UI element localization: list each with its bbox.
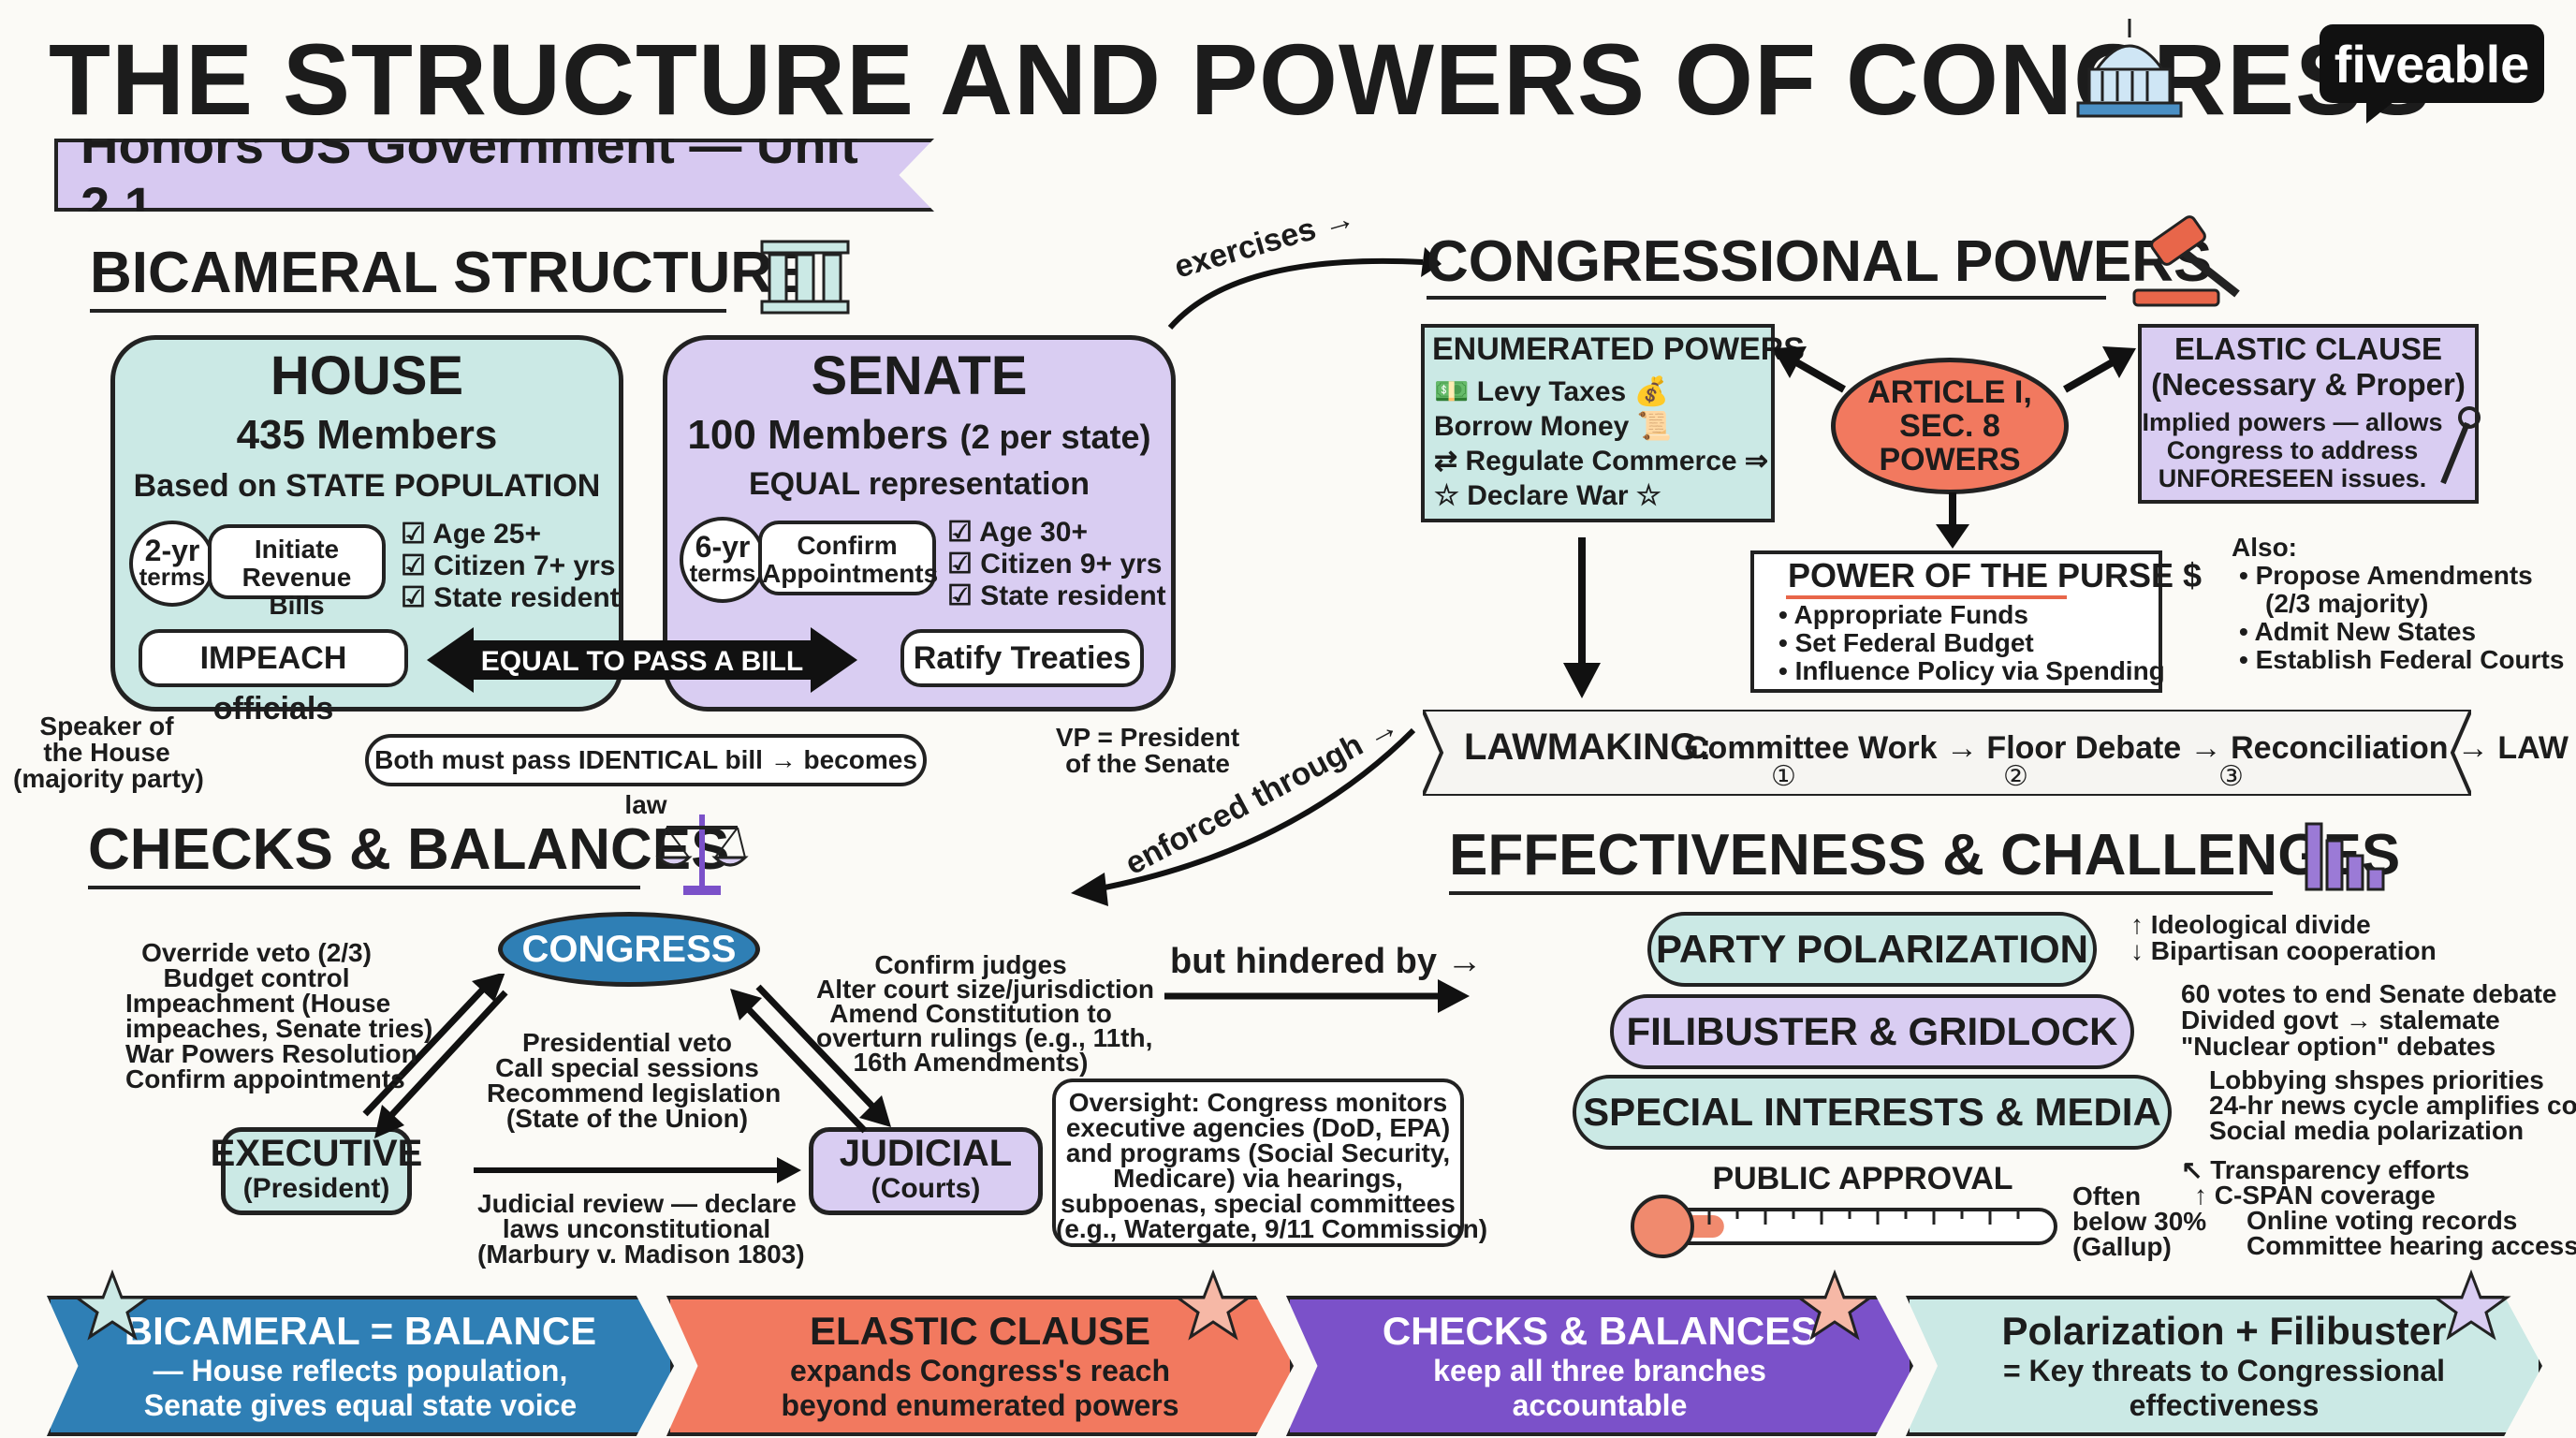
congress-node: CONGRESS [498,912,760,987]
approval-label: PUBLIC APPROVAL [1712,1161,2013,1196]
step-two: ② [2003,761,2028,792]
exercises-arrow [1167,247,1442,330]
executive-node: EXECUTIVE (President) [211,1127,422,1215]
band-filibuster: FILIBUSTER & GRIDLOCK [1610,994,2134,1069]
step-three: ③ [2218,761,2244,792]
powers-underline [1427,296,2106,300]
both-must-pass: Both must pass IDENTICAL bill → becomes … [365,734,927,819]
filibuster-notes: 60 votes to end Senate debate Divided go… [2181,979,2557,1061]
lawmaking-steps: Committee Work → Floor Debate → Reconcil… [1685,730,2569,766]
hindered-arrow [1164,979,1470,1013]
step-one: ① [1771,761,1796,792]
checks-title: CHECKS & BALANCES [88,817,730,882]
senate-treaties-pill: Ratify Treaties [900,629,1144,687]
house-members: 435 Members [236,412,498,458]
columns-icon [760,240,850,315]
article-arrows [1773,346,2136,549]
congress-to-exec-checks: Override veto (2/3) Budget control Impea… [125,938,433,1093]
summary-checks: CHECKS & BALANCES keep all three branche… [1286,1296,1913,1436]
senate-members: 100 Members (2 per state) [687,412,1151,458]
fiveable-logo: fiveable [2320,24,2544,124]
judicial-node: JUDICIAL (Courts) [809,1127,1043,1215]
oversight-bubble: Oversight: Congress monitors executive a… [1052,1078,1487,1247]
summary-stars [72,1269,2511,1341]
senate-name: SENATE [811,345,1028,406]
purse-box [1750,550,2162,693]
house-requirements: ☑ Age 25+ ☑ Citizen 7+ yrs ☑ State resid… [401,519,620,613]
speaker-note: Speaker of the House (majority party) [13,712,204,793]
band-polarization: PARTY POLARIZATION [1647,912,2097,987]
summary-polarization: Polarization + Filibuster = Key threats … [1906,1296,2542,1436]
senate-term-badge: 6-yr terms [680,517,766,603]
house-name: HOUSE [270,345,464,406]
purse-underline [1786,595,2067,599]
effectiveness-title: EFFECTIVENESS & CHALLENGES [1449,823,2401,888]
summary-elastic: ELASTIC CLAUSE expands Congress's reach … [666,1296,1294,1436]
band-special-interests: SPECIAL INTERESTS & MEDIA [1573,1075,2172,1150]
approval-thermometer [1631,1195,2057,1258]
equal-double-arrow [427,627,857,693]
judicial-review-check: Judicial review — declare laws unconstit… [477,1189,805,1269]
house-role-bubble: Initiate Revenue Bills [208,524,386,620]
capitol-icon [2076,19,2183,118]
house-basis: Based on STATE POPULATION [133,468,601,504]
lawmaking-label: LAWMAKING: [1464,726,1712,768]
senate-basis: EQUAL representation [748,466,1090,502]
powers-title: CONGRESSIONAL POWERS [1427,229,2213,294]
equal-to-pass-label: EQUAL TO PASS A BILL [480,646,804,677]
purse-list: • Appropriate Funds • Set Federal Budget… [1778,600,2165,685]
house-term-badge: 2-yr terms [129,521,215,607]
lawmaking-banner [1423,710,2471,796]
declining-chart-icon [2305,822,2385,891]
enumerated-list: 💵 Levy Taxes 💰 Borrow Money 📜 ⇄ Regulate… [1434,376,1769,511]
down-arrow [1563,537,1601,698]
unit-subtitle: Honors US Government — Unit 2.1 [54,139,934,212]
bicameral-underline [90,309,726,313]
elastic-title: ELASTIC CLAUSE (Necessary & Proper) [2151,331,2466,402]
enumerated-box [1421,324,1775,522]
purse-title: POWER OF THE PURSE $ [1788,556,2203,594]
senate-requirements: ☑ Age 30+ ☑ Citizen 9+ yrs ☑ State resid… [947,517,1166,611]
enumerated-title: ENUMERATED POWERS [1432,331,1805,367]
bicameral-title: BICAMERAL STRUCTURE [90,241,812,305]
polarization-notes: ↑ Ideological divide ↓ Bipartisan cooper… [2130,910,2437,965]
congress-to-judicial-checks: Confirm judges Alter court size/jurisdic… [816,950,1154,1077]
page-title: THE STRUCTURE AND POWERS OF CONGRESS [49,22,2433,136]
transparency-notes: ↖ Transparency efforts ↑ C-SPAN coverage… [2181,1155,2576,1260]
effectiveness-underline [1449,891,2273,895]
scales-icon [655,814,749,895]
gavel-icon [2132,215,2240,307]
senate-role-bubble: Confirm Appointments [758,521,938,595]
elastic-box [2138,324,2479,504]
hindered-label: but hindered by → [1170,942,1483,981]
house-impeach-pill: IMPEACH officials [139,629,408,726]
summary-bicameral: BICAMERAL = BALANCE — House reflects pop… [47,1296,674,1436]
article-i-oval: ARTICLE I, SEC. 8 POWERS [1831,358,2069,494]
elastic-body: Implied powers — allows Congress to addr… [2142,408,2443,492]
also-list: Also: • Propose Amendments (2/3 majority… [2232,533,2565,674]
exec-to-congress-checks: Presidential veto Call special sessions … [487,1028,782,1133]
checks-arrows [362,974,891,1183]
checks-underline [88,886,640,889]
vp-note: VP = President of the Senate [1055,723,1240,778]
special-interests-notes: Lobbying shspes priorities 24-hr news cy… [2209,1065,2576,1145]
approval-note: Often below 30% (Gallup) [2072,1181,2207,1261]
enforced-arrow [1071,727,1416,906]
wrench-icon [2440,406,2481,485]
